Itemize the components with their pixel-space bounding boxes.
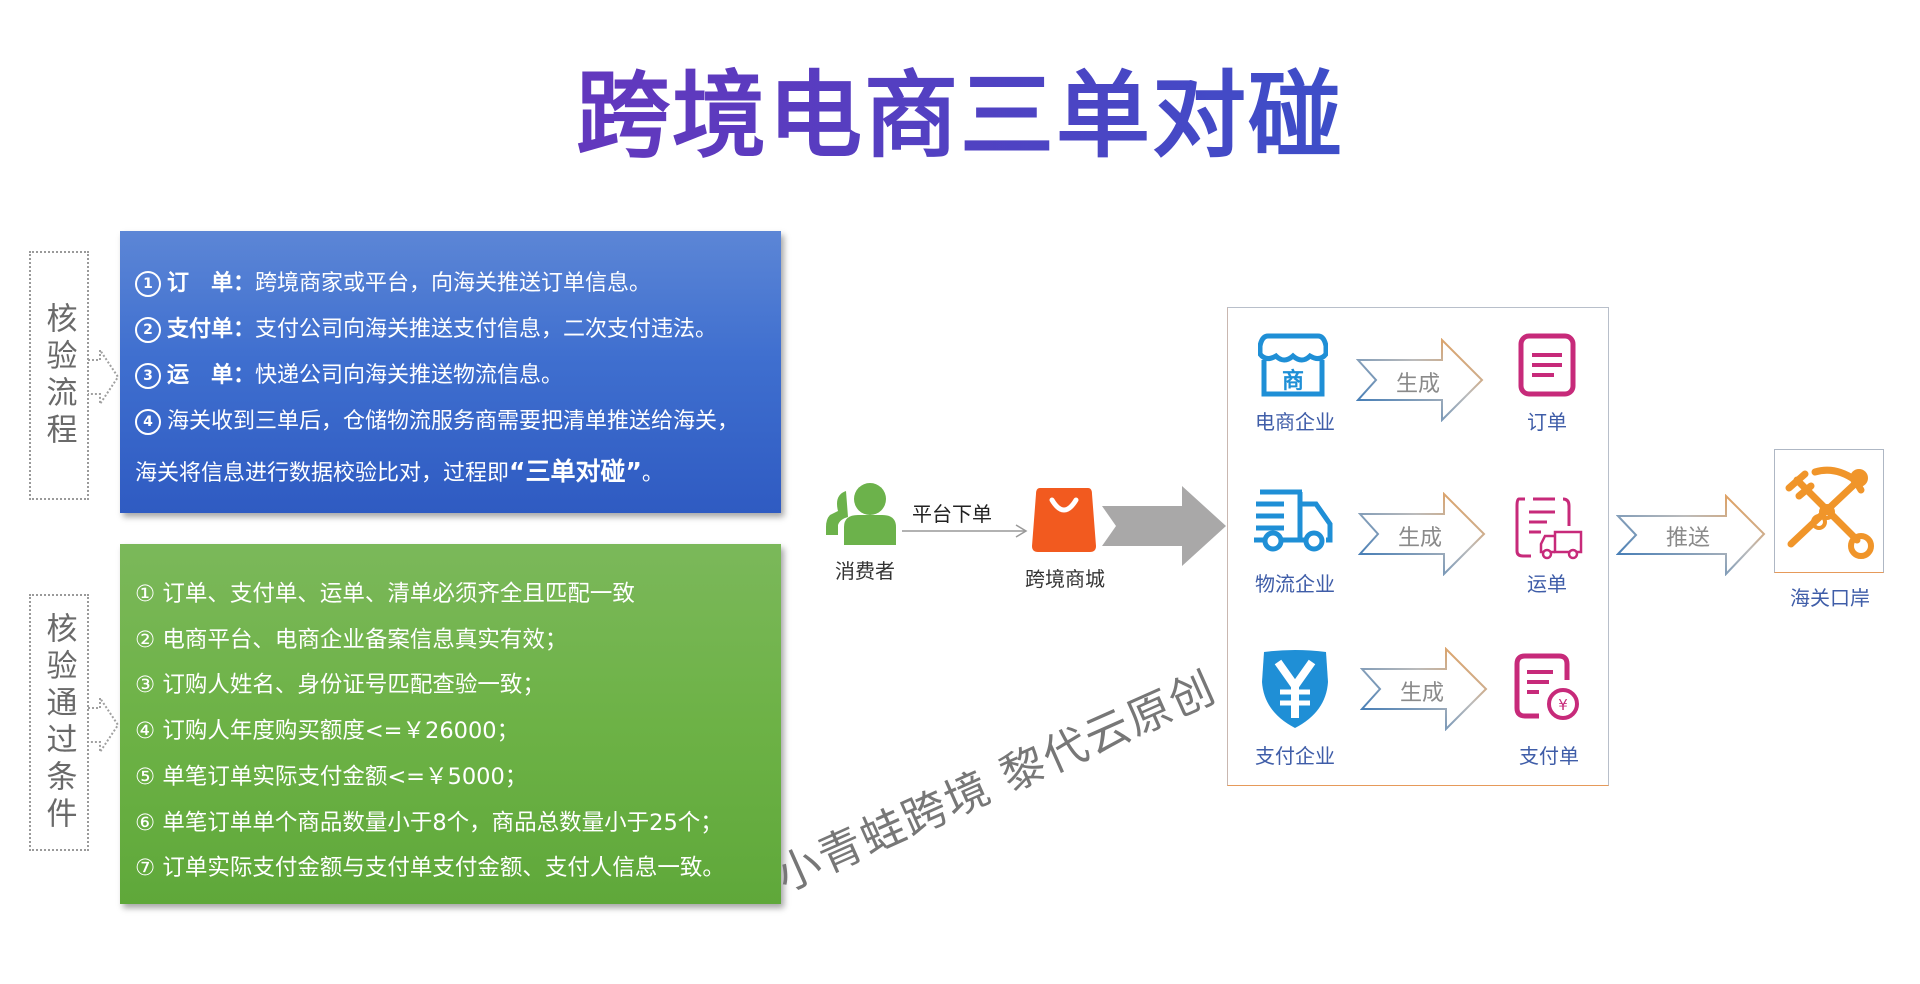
condition-item: ① 订单、支付单、运单、清单必须齐全且匹配一致 [135,572,781,618]
condition-item: ③ 订购人姓名、身份证号匹配查验一致； [135,663,781,709]
highlight-text: “三单对碰” [509,457,642,486]
place-order-label: 平台下单 [912,502,992,526]
chevron-right-icon [88,698,120,752]
customs-frame [1774,449,1884,573]
payment-shield-icon [1262,650,1328,728]
consumer-label: 消费者 [835,559,895,583]
number-badge: ⑥ [135,809,156,836]
item-heading: 支付单： [167,317,256,342]
arrow-right-icon [902,524,1028,538]
generate-arrow-icon [1360,647,1488,731]
ecommerce-enterprise-label: 电商企业 [1255,410,1335,434]
item-text: 单笔订单单个商品数量小于8个，商品总数量小于25个； [162,809,723,836]
payment-enterprise-label: 支付企业 [1255,744,1335,768]
number-badge: 2 [135,317,161,343]
item-text: 订单实际支付金额与支付单支付金额、支付人信息一致。 [162,855,725,882]
generate-arrow-icon [1356,338,1484,422]
item-heading: 运 单： [167,363,256,388]
item-text: 。 [641,461,664,486]
svg-text:商: 商 [1282,368,1304,394]
generate-arrow-icon [1358,492,1486,576]
number-badge: ④ [135,718,156,745]
conditions-side-label-text: 核验通过条件 [40,611,77,834]
logistics-enterprise-label: 物流企业 [1255,572,1335,596]
number-badge: 4 [135,409,161,435]
item-text: 快递公司向海关推送物流信息。 [255,363,564,388]
item-text: 海关收到三单后，仓储物流服务商需要把清单推送给海关， [167,409,740,434]
generate-label: 生成 [1400,681,1445,706]
mall-label: 跨境商城 [1025,567,1105,591]
conditions-side-label: 核验通过条件 [29,594,89,851]
item-text: 电商平台、电商企业备案信息真实有效； [162,626,568,653]
svg-text:¥: ¥ [1558,696,1568,714]
generate-label: 生成 [1398,526,1443,551]
page-title: 跨境电商三单对碰 [0,62,1920,172]
number-badge: 3 [135,363,161,389]
number-badge: ⑦ [135,855,156,882]
enterprise-frame [1227,307,1609,786]
item-text: 订单、支付单、运单、清单必须齐全且匹配一致 [162,581,635,607]
condition-item: ② 电商平台、电商企业备案信息真实有效； [135,618,781,664]
waybill-label: 运单 [1527,572,1567,596]
push-arrow-icon [1616,494,1766,576]
payment-slip-label: 支付单 [1519,744,1579,768]
number-badge: ① [135,581,156,607]
item-text: 订购人姓名、身份证号匹配查验一致； [162,672,545,699]
customs-emblem-icon [1785,466,1874,559]
number-badge: 1 [135,271,161,297]
item-heading: 订 单： [167,271,256,296]
store-icon: 商 [1258,333,1328,397]
process-item-4-continuation: 海关将信息进行数据校验比对，过程即“三单对碰”。 [135,449,781,497]
condition-item: ⑦ 订单实际支付金额与支付单支付金额、支付人信息一致。 [135,846,781,892]
delivery-truck-icon [1254,489,1333,552]
number-badge: ② [135,626,156,653]
big-arrow-right-icon [1102,486,1226,566]
customs-label: 海关口岸 [1790,586,1870,610]
shopping-bag-icon [1032,488,1096,552]
item-text: 海关将信息进行数据校验比对，过程即 [135,461,510,486]
chevron-right-icon [88,350,120,404]
item-text: 支付公司向海关推送支付信息，二次支付违法。 [255,317,718,342]
waybill-icon [1515,497,1583,560]
item-text: 跨境商家或平台，向海关推送订单信息。 [255,271,652,296]
payment-slip-icon: ¥ [1514,653,1579,720]
number-badge: ③ [135,672,156,699]
order-document-icon [1518,333,1576,397]
order-label: 订单 [1527,410,1567,434]
condition-item: ⑤ 单笔订单实际支付金额<=￥5000； [135,755,781,801]
generate-label: 生成 [1396,372,1441,397]
watermark: 小青蛙跨境 黎代云原创 [768,661,1225,903]
process-side-label-text: 核验流程 [40,301,77,450]
item-text: 单笔订单实际支付金额<=￥5000； [162,763,528,790]
consumer-icon [826,483,896,545]
item-text: 订购人年度购买额度<=￥26000； [162,718,520,745]
conditions-panel: ① 订单、支付单、运单、清单必须齐全且匹配一致 ② 电商平台、电商企业备案信息真… [120,544,781,904]
push-label: 推送 [1666,526,1711,551]
number-badge: ⑤ [135,763,156,790]
condition-item: ④ 订购人年度购买额度<=￥26000； [135,709,781,755]
process-side-label: 核验流程 [29,251,89,500]
condition-item: ⑥ 单笔订单单个商品数量小于8个，商品总数量小于25个； [135,801,781,847]
